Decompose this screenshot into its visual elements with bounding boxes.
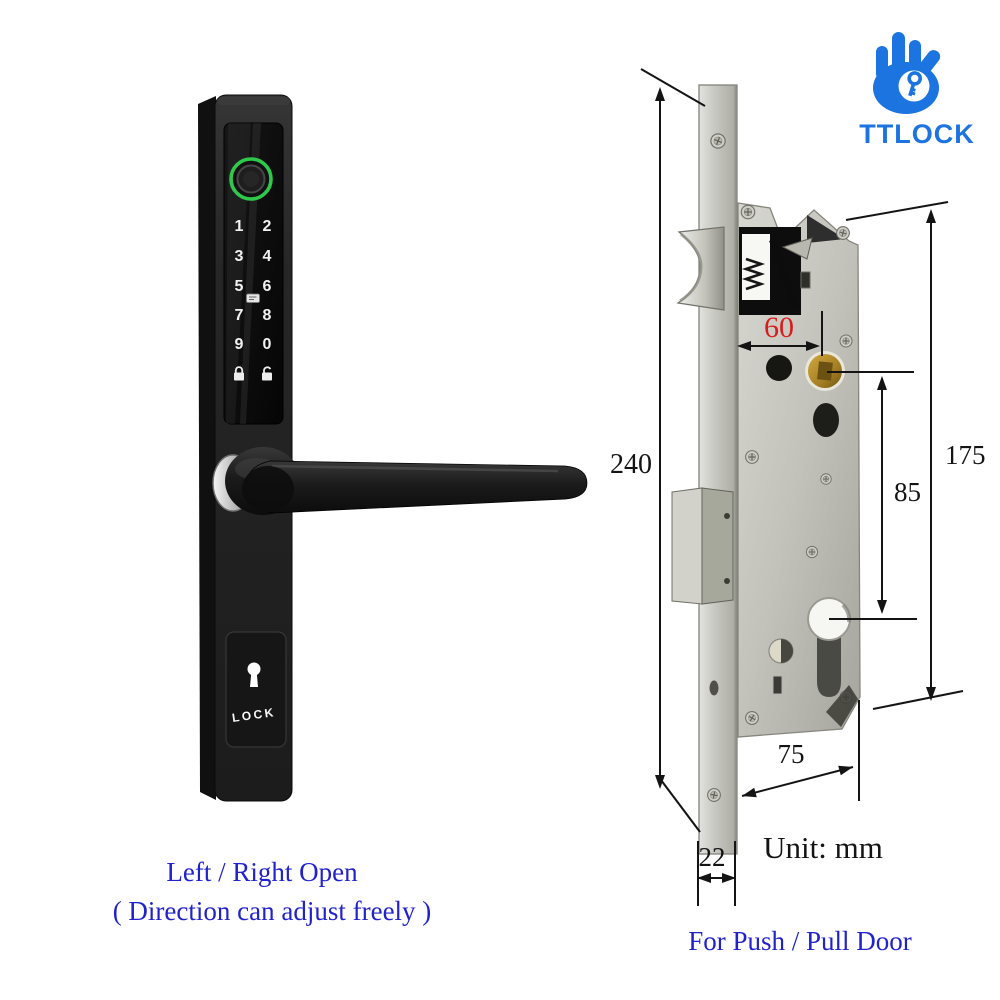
dim-175-label: 175 [945, 440, 986, 470]
faceplate-oval-hole [709, 680, 719, 696]
smart-lock: 1 2 3 4 5 6 7 8 9 0 [198, 94, 588, 802]
caption-direction-note: ( Direction can adjust freely ) [113, 896, 432, 926]
unit-label: Unit: mm [763, 830, 883, 865]
body-slot-hole [800, 271, 811, 289]
lock-side-face [198, 96, 216, 800]
keypad: 1 2 3 4 5 6 7 8 9 0 [234, 218, 272, 381]
dimension-175: 175 [845, 201, 986, 710]
latch-guide [781, 237, 813, 260]
lock-panel-label: LOCK [231, 705, 277, 725]
key-cylinder-panel: LOCK [225, 631, 287, 748]
keypad-digit: 5 [235, 278, 244, 295]
dimension-240: 240 [610, 68, 706, 833]
body-top-bevel-shadow [807, 215, 845, 243]
keypad-digit: 0 [263, 336, 272, 353]
rfid-card-icon [246, 293, 260, 303]
dimension-85: 85 [827, 371, 921, 620]
door-handle [212, 447, 588, 515]
dimension-75: 75 [741, 700, 860, 801]
brass-spindle-hub [805, 351, 845, 391]
lock-open-icon [262, 366, 272, 381]
dim-60-label: 60 [764, 311, 794, 344]
faceplate [698, 84, 738, 855]
round-duotone-hole [768, 638, 794, 664]
body-oval-hole [813, 403, 839, 437]
keypad-digit: 1 [235, 218, 244, 235]
dimension-22: 22 [697, 841, 736, 906]
spindle-hole [766, 355, 792, 381]
dim-22-label: 22 [699, 842, 726, 872]
lower-slot-hole [772, 675, 783, 695]
keypad-digit: 3 [235, 248, 244, 265]
ttlock-logo: TTLOCK [859, 32, 974, 149]
keypad-digit: 7 [235, 307, 244, 324]
plate-top-highlight [217, 97, 290, 105]
dim-75-label: 75 [778, 739, 805, 769]
mortise-lock-diagram: 240 60 85 175 [610, 68, 986, 906]
keyhole-icon [247, 662, 261, 687]
spring-mechanism [739, 227, 801, 315]
lock-closed-icon [234, 366, 244, 381]
dim-85-label: 85 [894, 477, 921, 507]
keypad-digit: 4 [263, 248, 272, 265]
hand-key-icon [873, 32, 941, 114]
keypad-digit: 2 [263, 218, 272, 235]
dim-240-label: 240 [610, 449, 652, 480]
keypad-digit: 6 [263, 278, 272, 295]
caption-door-type: For Push / Pull Door [688, 926, 912, 956]
dimension-60: 60 [737, 311, 823, 356]
fingerprint-sensor [229, 157, 273, 201]
deadbolt [671, 487, 734, 605]
keypad-digit: 9 [235, 336, 244, 353]
keypad-digit: 8 [263, 307, 272, 324]
caption-open-direction: Left / Right Open [166, 857, 358, 887]
key-glyph [907, 71, 922, 97]
brand-name: TTLOCK [859, 119, 974, 149]
